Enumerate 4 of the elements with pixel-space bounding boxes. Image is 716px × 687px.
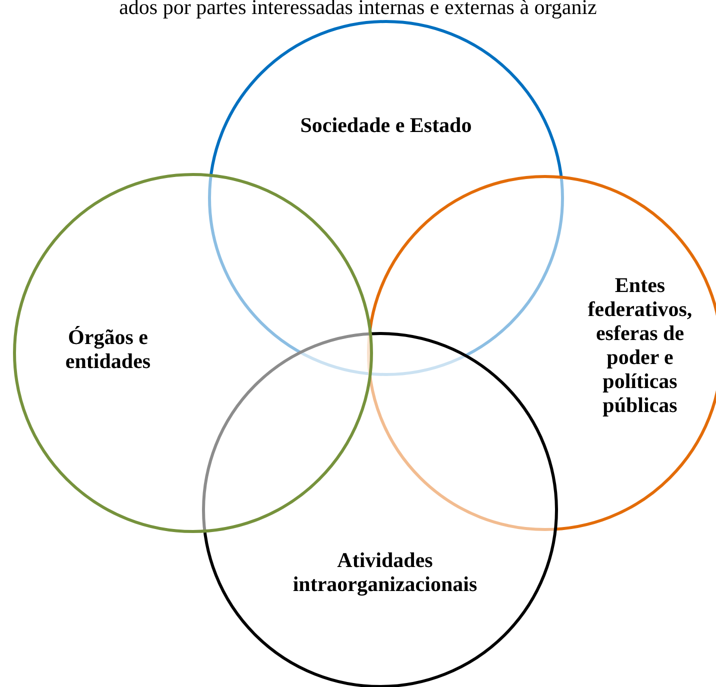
circle-label: Entes federativos, esferas de poder e políticas públicas — [586, 273, 694, 417]
circle-label: Sociedade e Estado — [299, 113, 473, 137]
circle-label: Atividades intraorganizacionais — [292, 548, 478, 596]
circle-label: Órgãos e entidades — [64, 325, 152, 373]
